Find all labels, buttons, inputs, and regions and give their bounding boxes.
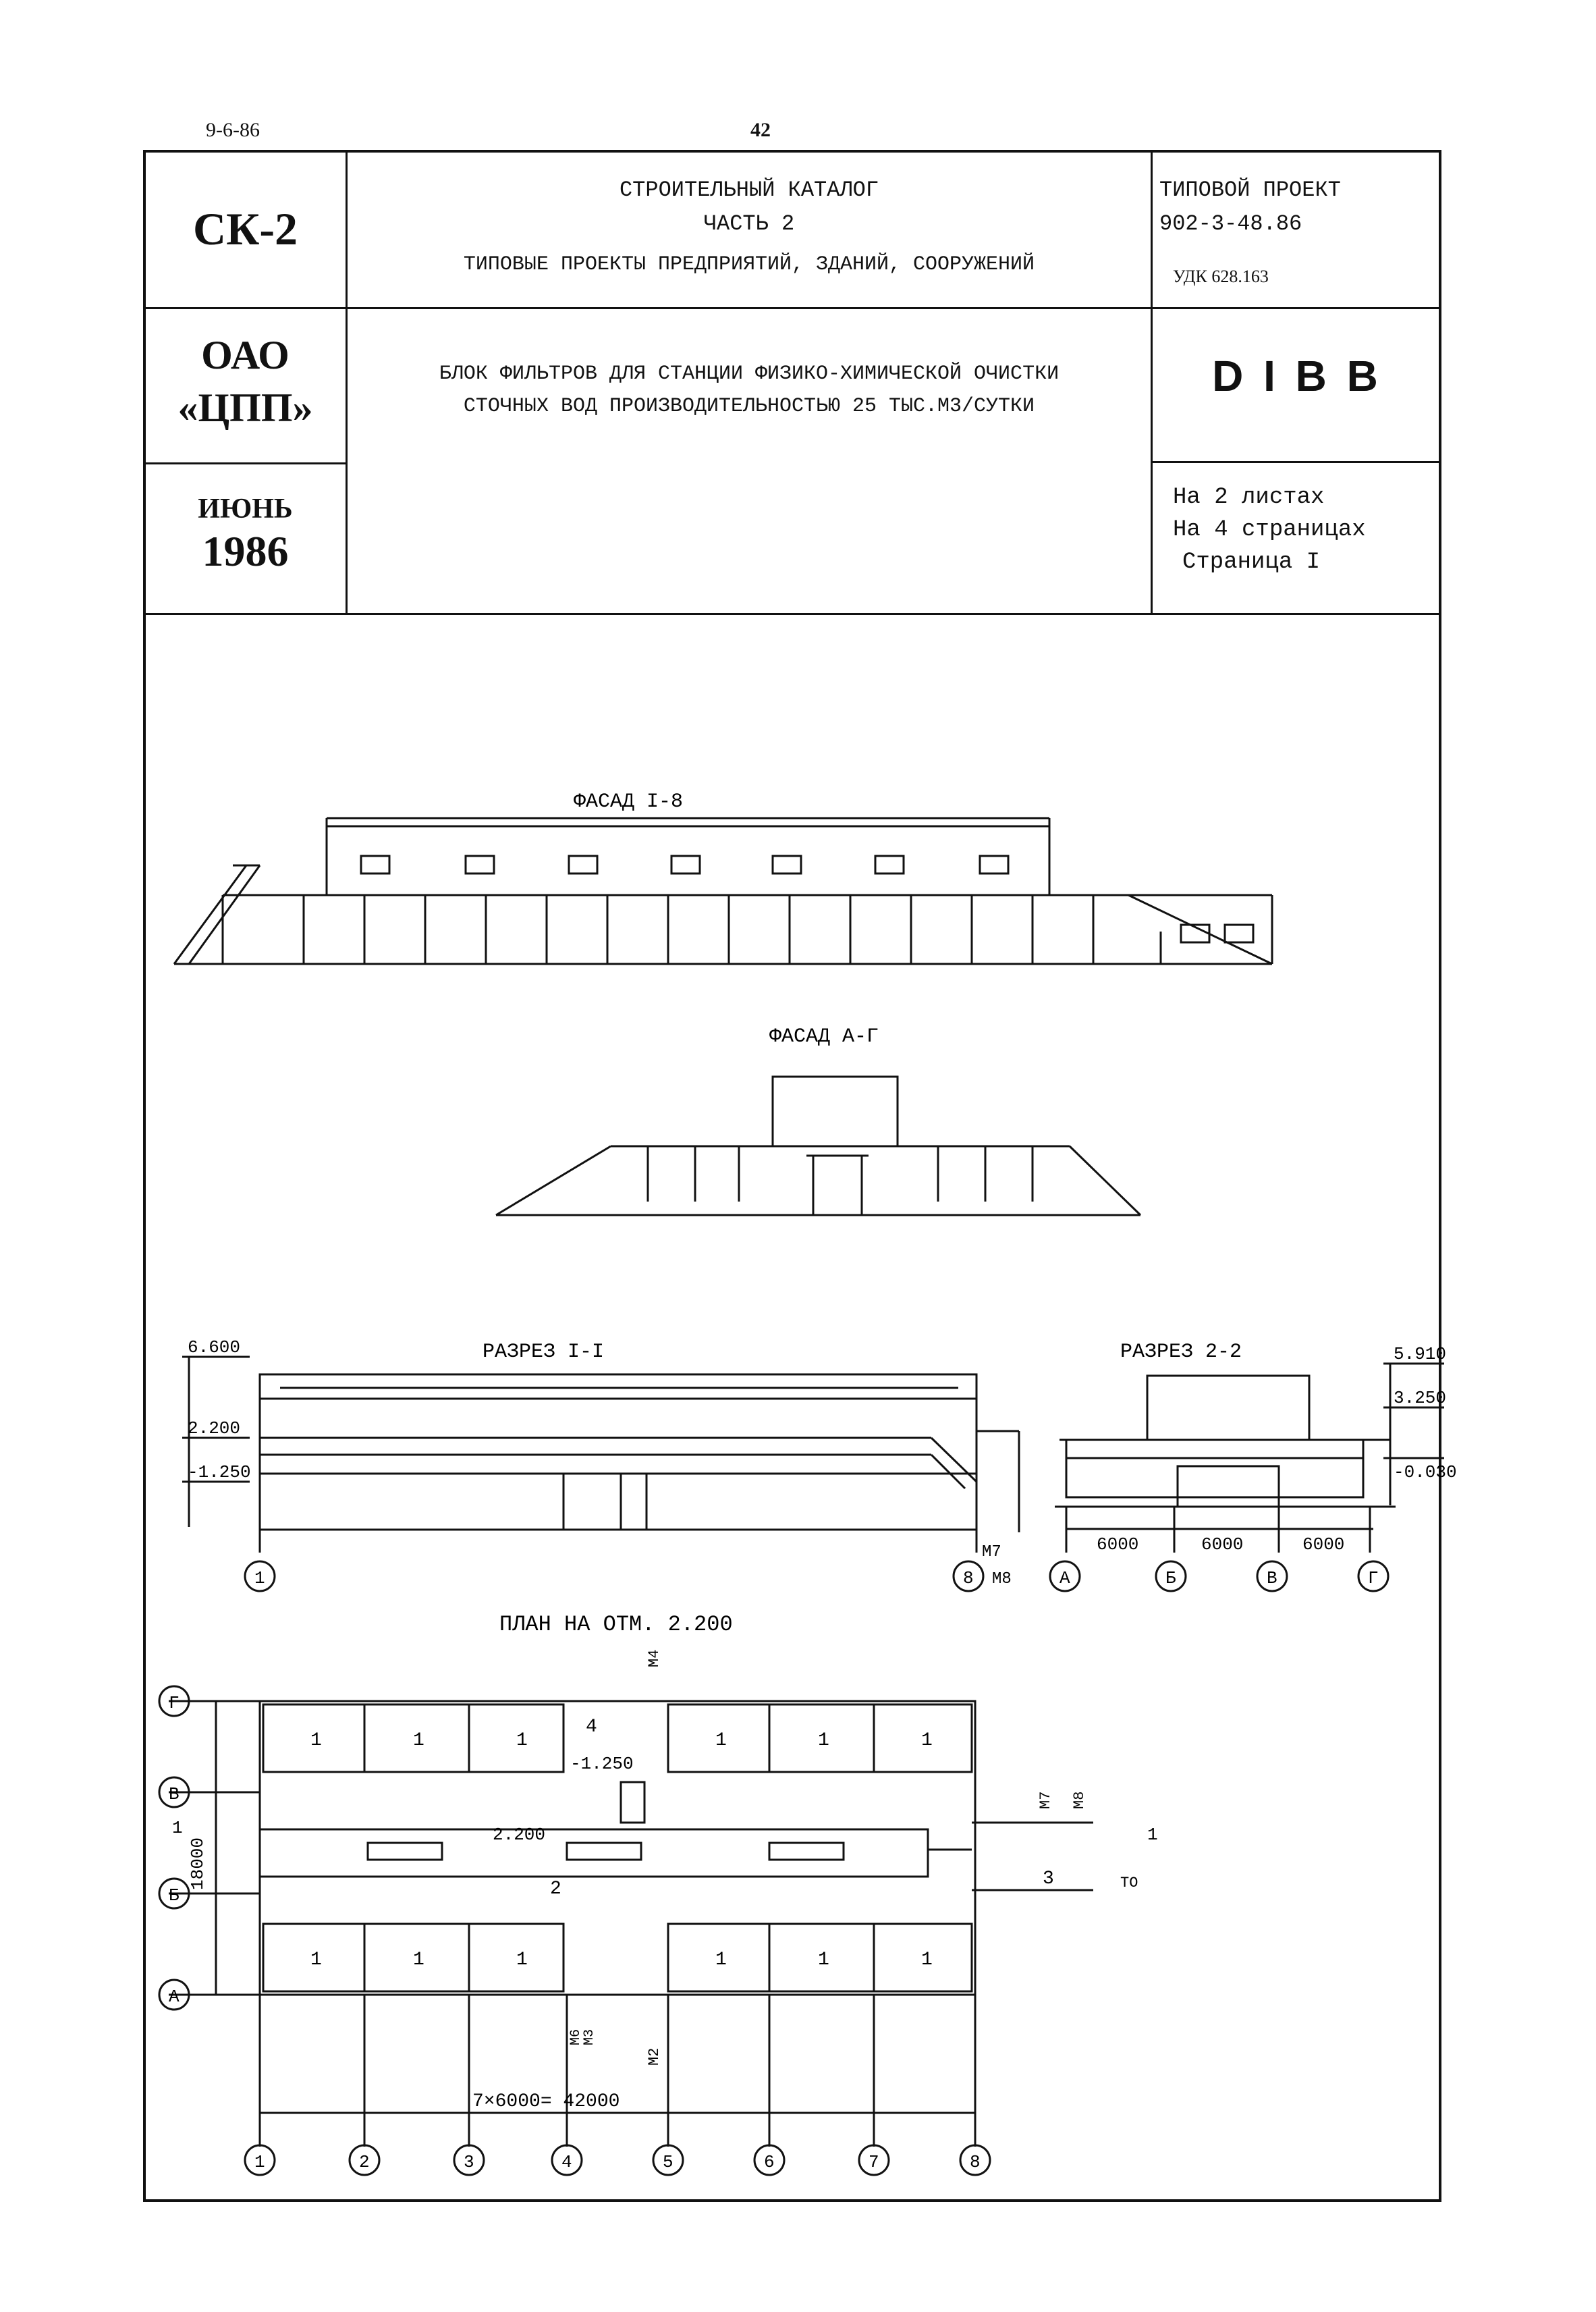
plan-room-label-7: 1 — [310, 1950, 322, 1970]
plan-mark-m8: М8 — [1071, 1792, 1088, 1809]
catalog-title: СТРОИТЕЛЬНЫЙ КАТАЛОГ — [619, 178, 879, 203]
plan-axis-x-2: 2 — [359, 2152, 370, 2172]
org-line1: ОАО — [201, 333, 290, 377]
current-page: Страница I — [1182, 549, 1321, 575]
plan-room-label-9: 1 — [516, 1950, 528, 1970]
plan-title: ПЛАН НА ОТМ. 2.200 — [499, 1612, 733, 1637]
plan-axis-x-1: 1 — [254, 2152, 265, 2172]
plan-axis-x-7: 7 — [869, 2152, 879, 2172]
section-1-axis-1: 1 — [254, 1568, 265, 1588]
section-1-1-title: РАЗРЕЗ I-I — [483, 1341, 604, 1364]
plan-mark-m7: М7 — [1037, 1792, 1054, 1809]
project-label: ТИПОВОЙ ПРОЕКТ — [1159, 178, 1341, 203]
section-2-axis-b: Б — [1165, 1568, 1176, 1588]
catalog-code: СК-2 — [192, 203, 298, 254]
plan-axis-x-6: 6 — [764, 2152, 775, 2172]
section-2-dim-3: 6000 — [1302, 1534, 1344, 1555]
plan-axis-y-b: Б — [169, 1885, 180, 1906]
header-divider-2 — [143, 462, 346, 464]
plan-level-low: -1.250 — [570, 1754, 634, 1774]
plan-room-label-2: 1 — [413, 1730, 424, 1751]
plan-room-label-11: 1 — [818, 1950, 829, 1970]
section-mark-1-b: 1 — [172, 1818, 183, 1838]
section-1-mark-m7: М7 — [982, 1543, 1001, 1561]
facade-a-g-title: ФАСАД А-Г — [769, 1025, 879, 1048]
level-1-low: -1.250 — [188, 1462, 251, 1482]
section-2-dim-1: 6000 — [1097, 1534, 1138, 1555]
document-code: D I B B — [1212, 352, 1382, 400]
project-description-line1: БЛОК ФИЛЬТРОВ ДЛЯ СТАНЦИИ ФИЗИКО-ХИМИЧЕС… — [439, 362, 1060, 385]
plan-room-label-1: 1 — [310, 1730, 322, 1751]
section-2-2-title: РАЗРЕЗ 2-2 — [1120, 1341, 1242, 1364]
plan-room-label-6: 1 — [921, 1730, 933, 1751]
level-1-mid: 2.200 — [188, 1418, 240, 1439]
header-vline-2 — [1151, 150, 1153, 614]
section-mark-1: 1 — [1147, 1825, 1158, 1845]
plan-room-label-5: 1 — [818, 1730, 829, 1751]
level-2-top: 5.910 — [1394, 1344, 1446, 1364]
pages-count: На 4 страницах — [1173, 517, 1366, 543]
plan-dim-total: 7×6000= 42000 — [472, 2091, 620, 2112]
header-bottom — [143, 613, 1441, 615]
section-1-1-drawing — [182, 1355, 1020, 1592]
plan-level-mid: 2.200 — [493, 1825, 545, 1845]
page-number: 42 — [750, 119, 771, 141]
section-2-2-drawing — [1049, 1362, 1444, 1592]
header-divider-3 — [1151, 461, 1441, 463]
level-2-low: -0.030 — [1394, 1462, 1457, 1482]
level-1-top: 6.600 — [188, 1337, 240, 1357]
facade-1-8-drawing — [173, 817, 1273, 965]
plan-drawing — [158, 1685, 1093, 2176]
month: ИЮНЬ — [198, 493, 293, 525]
section-2-axis-g: Г — [1368, 1568, 1379, 1588]
drawing-frame — [143, 150, 1441, 2202]
plan-mark-to: ТО — [1120, 1875, 1138, 1891]
plan-mark-m4: М4 — [646, 1650, 663, 1667]
plan-axis-x-5: 5 — [663, 2152, 673, 2172]
udk: УДК 628.163 — [1173, 267, 1269, 286]
plan-label-3: 3 — [1043, 1869, 1054, 1889]
plan-room-label-4: 1 — [715, 1730, 727, 1751]
plan-room-label-12: 1 — [921, 1950, 933, 1970]
plan-room-label-10: 1 — [715, 1950, 727, 1970]
plan-axis-x-4: 4 — [561, 2152, 572, 2172]
catalog-part: ЧАСТЬ 2 — [703, 211, 795, 236]
plan-mark-m6: М6 — [568, 2029, 584, 2045]
plan-label-2: 2 — [550, 1879, 561, 1900]
facade-a-g-drawing — [495, 1075, 1142, 1216]
level-2-mid: 3.250 — [1394, 1388, 1446, 1408]
plan-room-label-3: 1 — [516, 1730, 528, 1751]
plan-axis-y-v: В — [169, 1784, 180, 1804]
plan-axis-y-a: А — [169, 1987, 180, 2007]
section-2-axis-a: А — [1060, 1568, 1070, 1588]
section-2-axis-v: В — [1267, 1568, 1277, 1588]
plan-axis-x-8: 8 — [970, 2152, 981, 2172]
sheets-count: На 2 листах — [1173, 485, 1325, 510]
plan-mark-m3: М3 — [582, 2029, 597, 2045]
date-code: 9-6-86 — [206, 119, 260, 141]
plan-axis-x-3: 3 — [464, 2152, 474, 2172]
plan-label-4: 4 — [586, 1717, 597, 1738]
project-description-line2: СТОЧНЫХ ВОД ПРОИЗВОДИТЕЛЬНОСТЬЮ 25 ТЫС.М… — [463, 395, 1035, 418]
header-vline-1 — [346, 150, 348, 614]
section-1-mark-m8: М8 — [992, 1570, 1012, 1588]
catalog-subtitle: ТИПОВЫЕ ПРОЕКТЫ ПРЕДПРИЯТИЙ, ЗДАНИЙ, СОО… — [463, 253, 1035, 276]
plan-dim-side: 18000 — [188, 1837, 208, 1890]
header-divider-1 — [143, 307, 1441, 309]
facade-1-8-title: ФАСАД I-8 — [574, 790, 683, 813]
org-line2: «ЦПП» — [177, 385, 313, 430]
plan-mark-m2: М2 — [646, 2048, 663, 2066]
plan-room-label-8: 1 — [413, 1950, 424, 1970]
plan-axis-y-g: Г — [169, 1693, 180, 1713]
section-1-axis-8: 8 — [963, 1568, 974, 1588]
section-2-dim-2: 6000 — [1201, 1534, 1243, 1555]
project-number: 902-3-48.86 — [1159, 211, 1302, 236]
year: 1986 — [202, 527, 289, 575]
